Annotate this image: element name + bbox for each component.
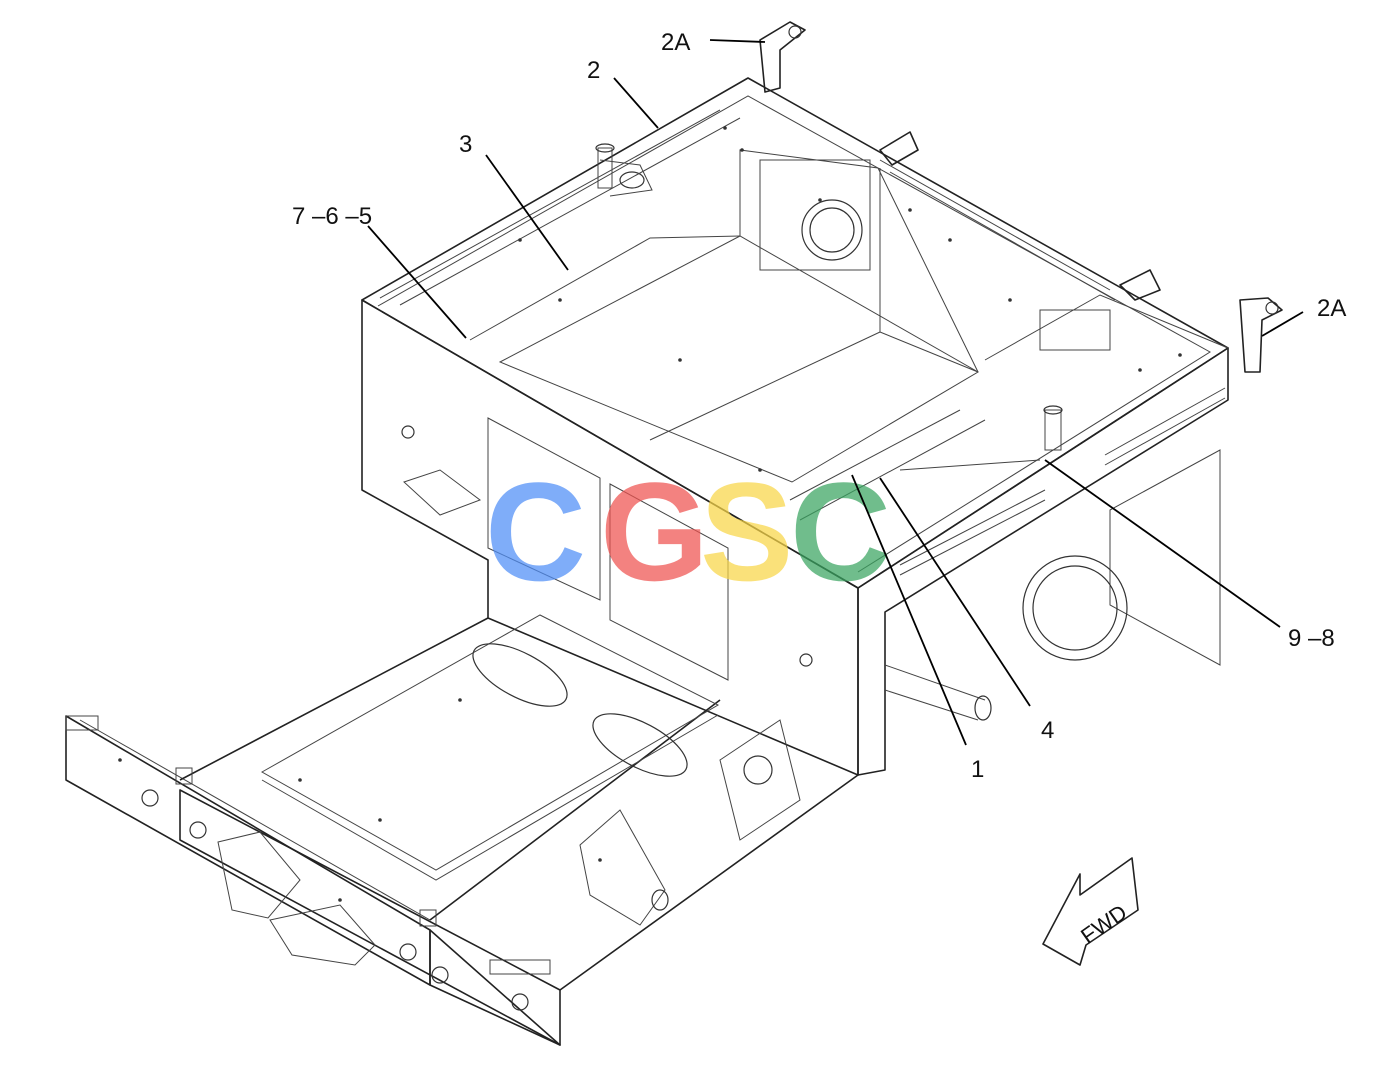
leader-2a-top (709, 39, 766, 43)
fwd-arrow-icon (1042, 857, 1139, 966)
leader-1 (851, 474, 967, 746)
watermark: C G S C (485, 453, 891, 610)
leader-2a-right (1261, 311, 1304, 337)
fwd-label: FWD (1076, 899, 1131, 948)
lower-chassis-frame (65, 614, 859, 1046)
callout-2a-right: 2A (1317, 295, 1346, 322)
upper-frame-box (361, 21, 1283, 776)
leader-4 (879, 477, 1031, 707)
watermark-letter-s: S (700, 453, 793, 610)
watermark-letter-c-2: C (790, 453, 891, 610)
callout-1: 1 (971, 756, 984, 783)
leader-98 (1044, 459, 1281, 628)
callout-7-6-5: 7 –6 –5 (292, 203, 372, 230)
callout-9-8: 9 –8 (1288, 625, 1335, 652)
leader-2 (613, 77, 659, 129)
callout-2: 2 (587, 57, 600, 84)
leader-3 (485, 154, 569, 271)
watermark-letter-c: C (485, 453, 586, 610)
callout-2a-top: 2A (661, 29, 690, 56)
rivet-dots (118, 126, 1182, 902)
callout-3: 3 (459, 131, 472, 158)
watermark-letter-g: G (600, 453, 709, 610)
callout-4: 4 (1041, 717, 1054, 744)
callout-labels: 2A 2 3 7 –6 –5 2A 9 –8 4 1 (292, 29, 1346, 783)
leader-765 (367, 225, 467, 339)
leader-lines (367, 39, 1304, 746)
forward-direction-arrow: FWD (1042, 857, 1139, 966)
